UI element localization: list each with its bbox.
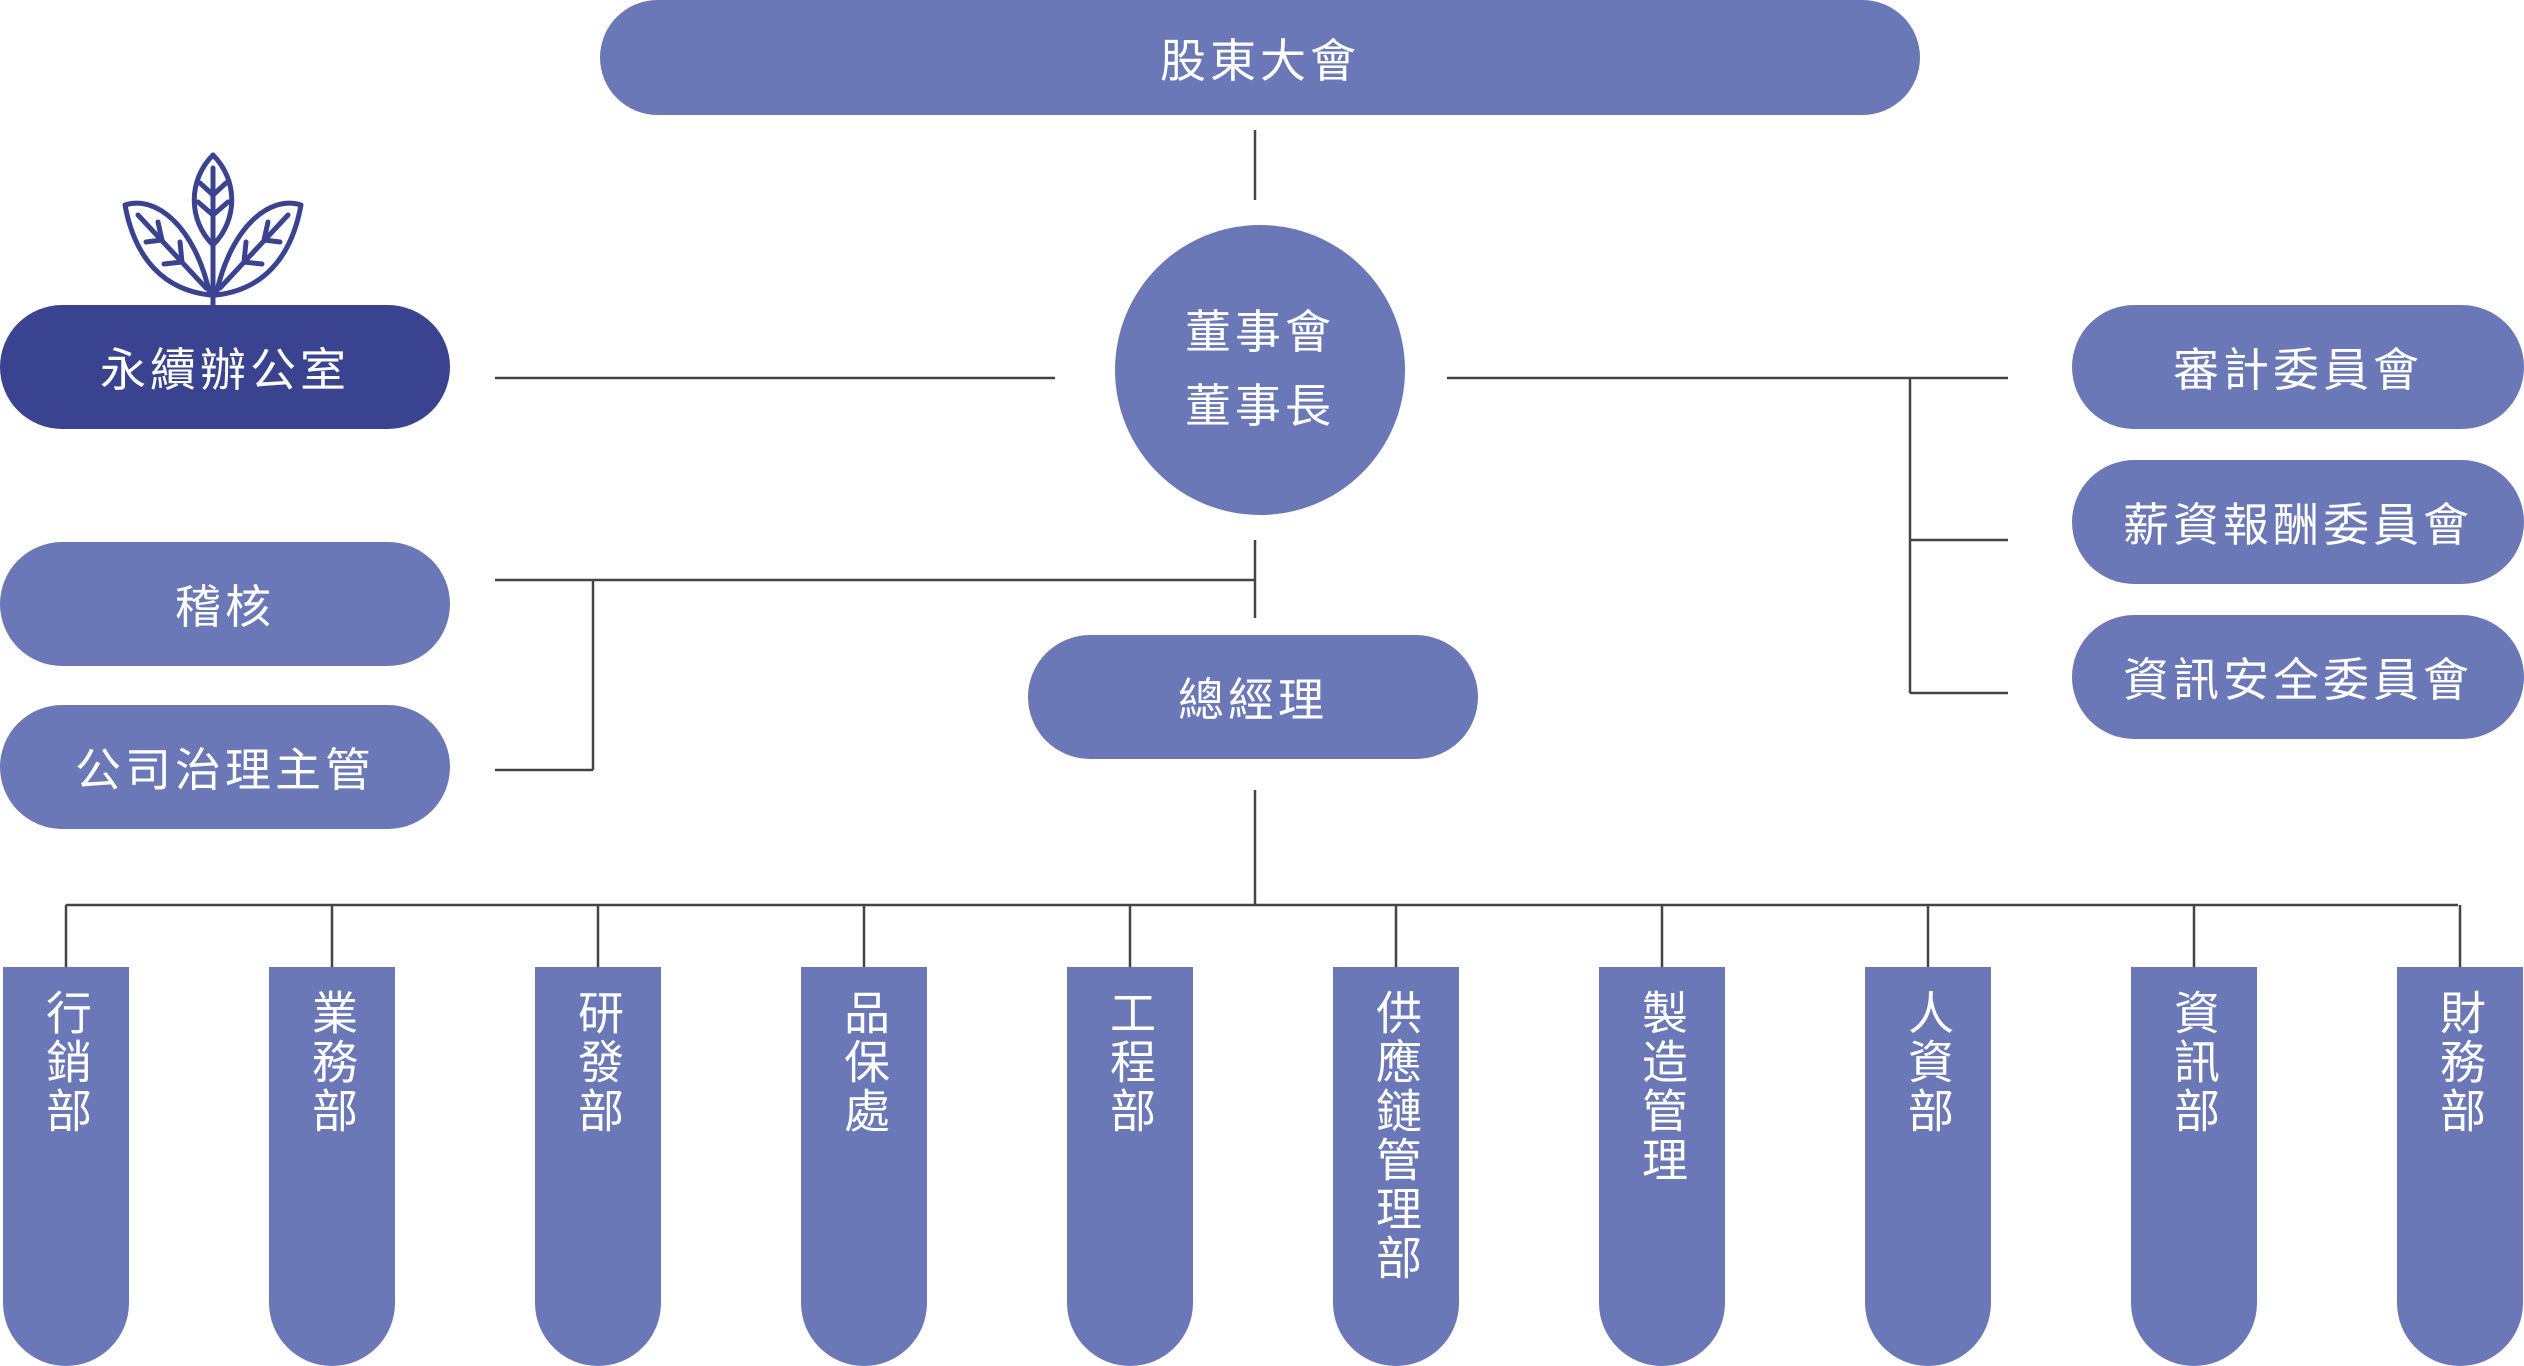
department-column: 人資部 <box>1865 967 1991 1366</box>
audit-committee-label: 審計委員會 <box>2173 343 2423 397</box>
department-label: 人資部 <box>1901 989 1955 1136</box>
department-column: 工程部 <box>1067 967 1193 1366</box>
department-column: 行銷部 <box>3 967 129 1366</box>
department-ticks <box>64 905 2462 967</box>
department-label: 資訊部 <box>2167 989 2221 1136</box>
department-column: 研發部 <box>535 967 661 1366</box>
remuneration-committee-label: 薪資報酬委員會 <box>2123 498 2473 552</box>
governance-officer-label: 公司治理主管 <box>75 743 375 797</box>
sustainability-office-box: 永續辦公室 <box>0 305 450 429</box>
infosec-committee-label: 資訊安全委員會 <box>2123 653 2473 707</box>
shareholders-meeting-label: 股東大會 <box>1160 33 1360 88</box>
sustainability-office-label: 永續辦公室 <box>100 343 350 397</box>
department-column: 資訊部 <box>2131 967 2257 1366</box>
committee-box: 審計委員會 <box>2072 305 2524 429</box>
department-label: 業務部 <box>305 989 359 1136</box>
department-column: 財務部 <box>2397 967 2523 1366</box>
committee-box: 薪資報酬委員會 <box>2072 460 2524 584</box>
department-label: 品保處 <box>837 989 891 1136</box>
president-box: 總經理 <box>1028 635 1478 759</box>
department-column: 供應鏈管理部 <box>1333 967 1459 1366</box>
audit-label: 稽核 <box>175 580 275 634</box>
department-label: 財務部 <box>2433 989 2487 1136</box>
department-label: 工程部 <box>1103 989 1157 1136</box>
department-label: 行銷部 <box>39 989 93 1136</box>
department-label: 供應鏈管理部 <box>1369 989 1423 1283</box>
board-label: 董事會 <box>1185 305 1335 360</box>
department-column: 業務部 <box>269 967 395 1366</box>
governance-officer-box: 公司治理主管 <box>0 705 450 829</box>
board-circle: 董事會 董事長 <box>1115 225 1405 515</box>
department-label: 製造管理 <box>1635 989 1689 1185</box>
president-label: 總經理 <box>1178 673 1328 727</box>
shareholders-meeting-box: 股東大會 <box>600 0 1920 115</box>
chairman-label: 董事長 <box>1185 379 1335 433</box>
committee-box: 資訊安全委員會 <box>2072 615 2524 739</box>
department-column: 製造管理 <box>1599 967 1725 1366</box>
department-column: 品保處 <box>801 967 927 1366</box>
audit-box: 稽核 <box>0 542 450 666</box>
department-label: 研發部 <box>571 989 625 1136</box>
plant-leaves-icon <box>122 152 304 308</box>
